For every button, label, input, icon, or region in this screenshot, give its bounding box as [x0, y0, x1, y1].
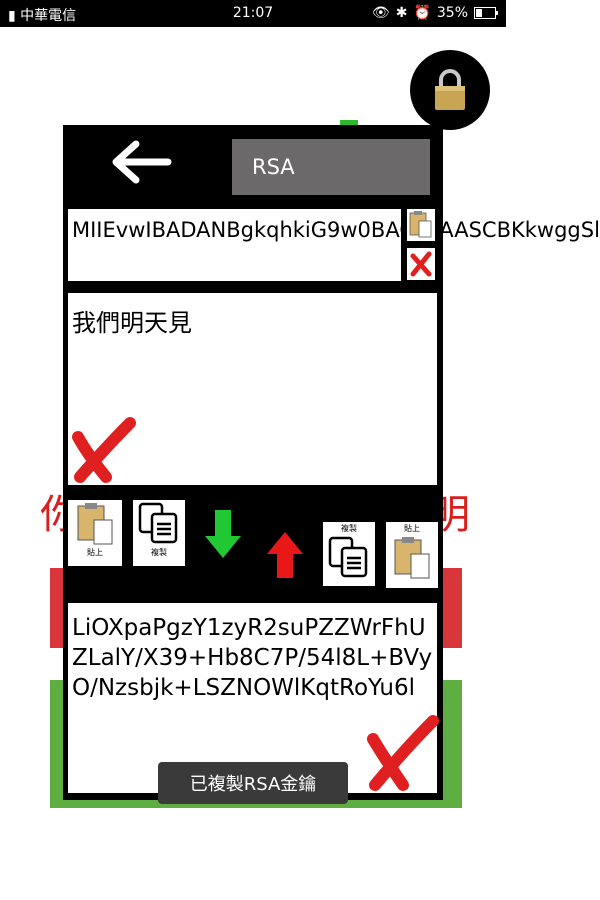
- carrier-name: 中華電信: [20, 8, 77, 24]
- algorithm-title[interactable]: RSA: [232, 139, 430, 195]
- status-bar: ▮ 中華電信 21:07 👁 ✱ ⏰ 35%: [0, 0, 506, 27]
- padlock-icon: [435, 69, 465, 110]
- battery-percent: 35%: [436, 5, 468, 21]
- copy-icon: [328, 536, 368, 578]
- plaintext-paste-button[interactable]: 貼上: [68, 500, 122, 566]
- key-input[interactable]: MIIEvwIBADANBgkqhkiG9w0BAQEFAASCBKkwggSl: [68, 209, 600, 281]
- copy-icon: [138, 502, 178, 544]
- ciphertext-copy-label: 複製: [341, 524, 357, 533]
- lock-button[interactable]: [410, 50, 490, 130]
- toast-message: 已複製RSA金鑰: [158, 762, 348, 804]
- eye-icon: 👁: [371, 5, 390, 21]
- ciphertext-clear-button[interactable]: [363, 715, 439, 791]
- red-x-icon: [367, 715, 439, 791]
- ciphertext-output[interactable]: LiOXpaPgzY1zyR2suPZZWrFhUZLalY/X39+Hb8C7…: [68, 603, 437, 793]
- ciphertext-paste-button[interactable]: 貼上: [386, 522, 438, 588]
- ciphertext-value: LiOXpaPgzY1zyR2suPZZWrFhUZLalY/X39+Hb8C7…: [72, 615, 433, 701]
- arrow-left-icon: [112, 140, 172, 184]
- plaintext-copy-label: 複製: [151, 548, 167, 557]
- arrow-down-icon: [205, 510, 241, 558]
- arrow-up-icon: [267, 532, 303, 578]
- clipboard-icon: [77, 503, 113, 545]
- decrypt-button[interactable]: [265, 530, 305, 580]
- encrypt-button[interactable]: [203, 508, 243, 560]
- back-button[interactable]: [108, 137, 178, 187]
- plaintext-paste-label: 貼上: [87, 548, 103, 557]
- key-paste-button[interactable]: [407, 209, 435, 241]
- plaintext-value: 我們明天見: [72, 309, 192, 337]
- ciphertext-paste-label: 貼上: [404, 524, 420, 533]
- battery-icon: [474, 7, 498, 19]
- plaintext-copy-button[interactable]: 複製: [133, 500, 185, 566]
- plaintext-input[interactable]: 我們明天見: [68, 293, 437, 485]
- key-clear-button[interactable]: [407, 248, 435, 280]
- plaintext-clear-button[interactable]: [68, 415, 138, 485]
- status-icons: 👁 ✱ ⏰ 35%: [371, 5, 498, 21]
- clipboard-icon: [394, 537, 430, 579]
- rsa-panel: RSA MIIEvwIBADANBgkqhkiG9w0BAQEFAASCBKkw…: [63, 125, 600, 800]
- bluetooth-icon: ✱: [395, 5, 408, 21]
- ciphertext-copy-button[interactable]: 複製: [323, 522, 375, 586]
- red-x-icon: [410, 251, 432, 277]
- alarm-icon: ⏰: [413, 5, 431, 21]
- signal-icon: ▮: [8, 8, 16, 24]
- red-x-icon: [72, 417, 136, 483]
- carrier-area: ▮ 中華電信: [8, 5, 76, 25]
- clipboard-icon: [409, 211, 432, 238]
- clock: 21:07: [232, 5, 274, 21]
